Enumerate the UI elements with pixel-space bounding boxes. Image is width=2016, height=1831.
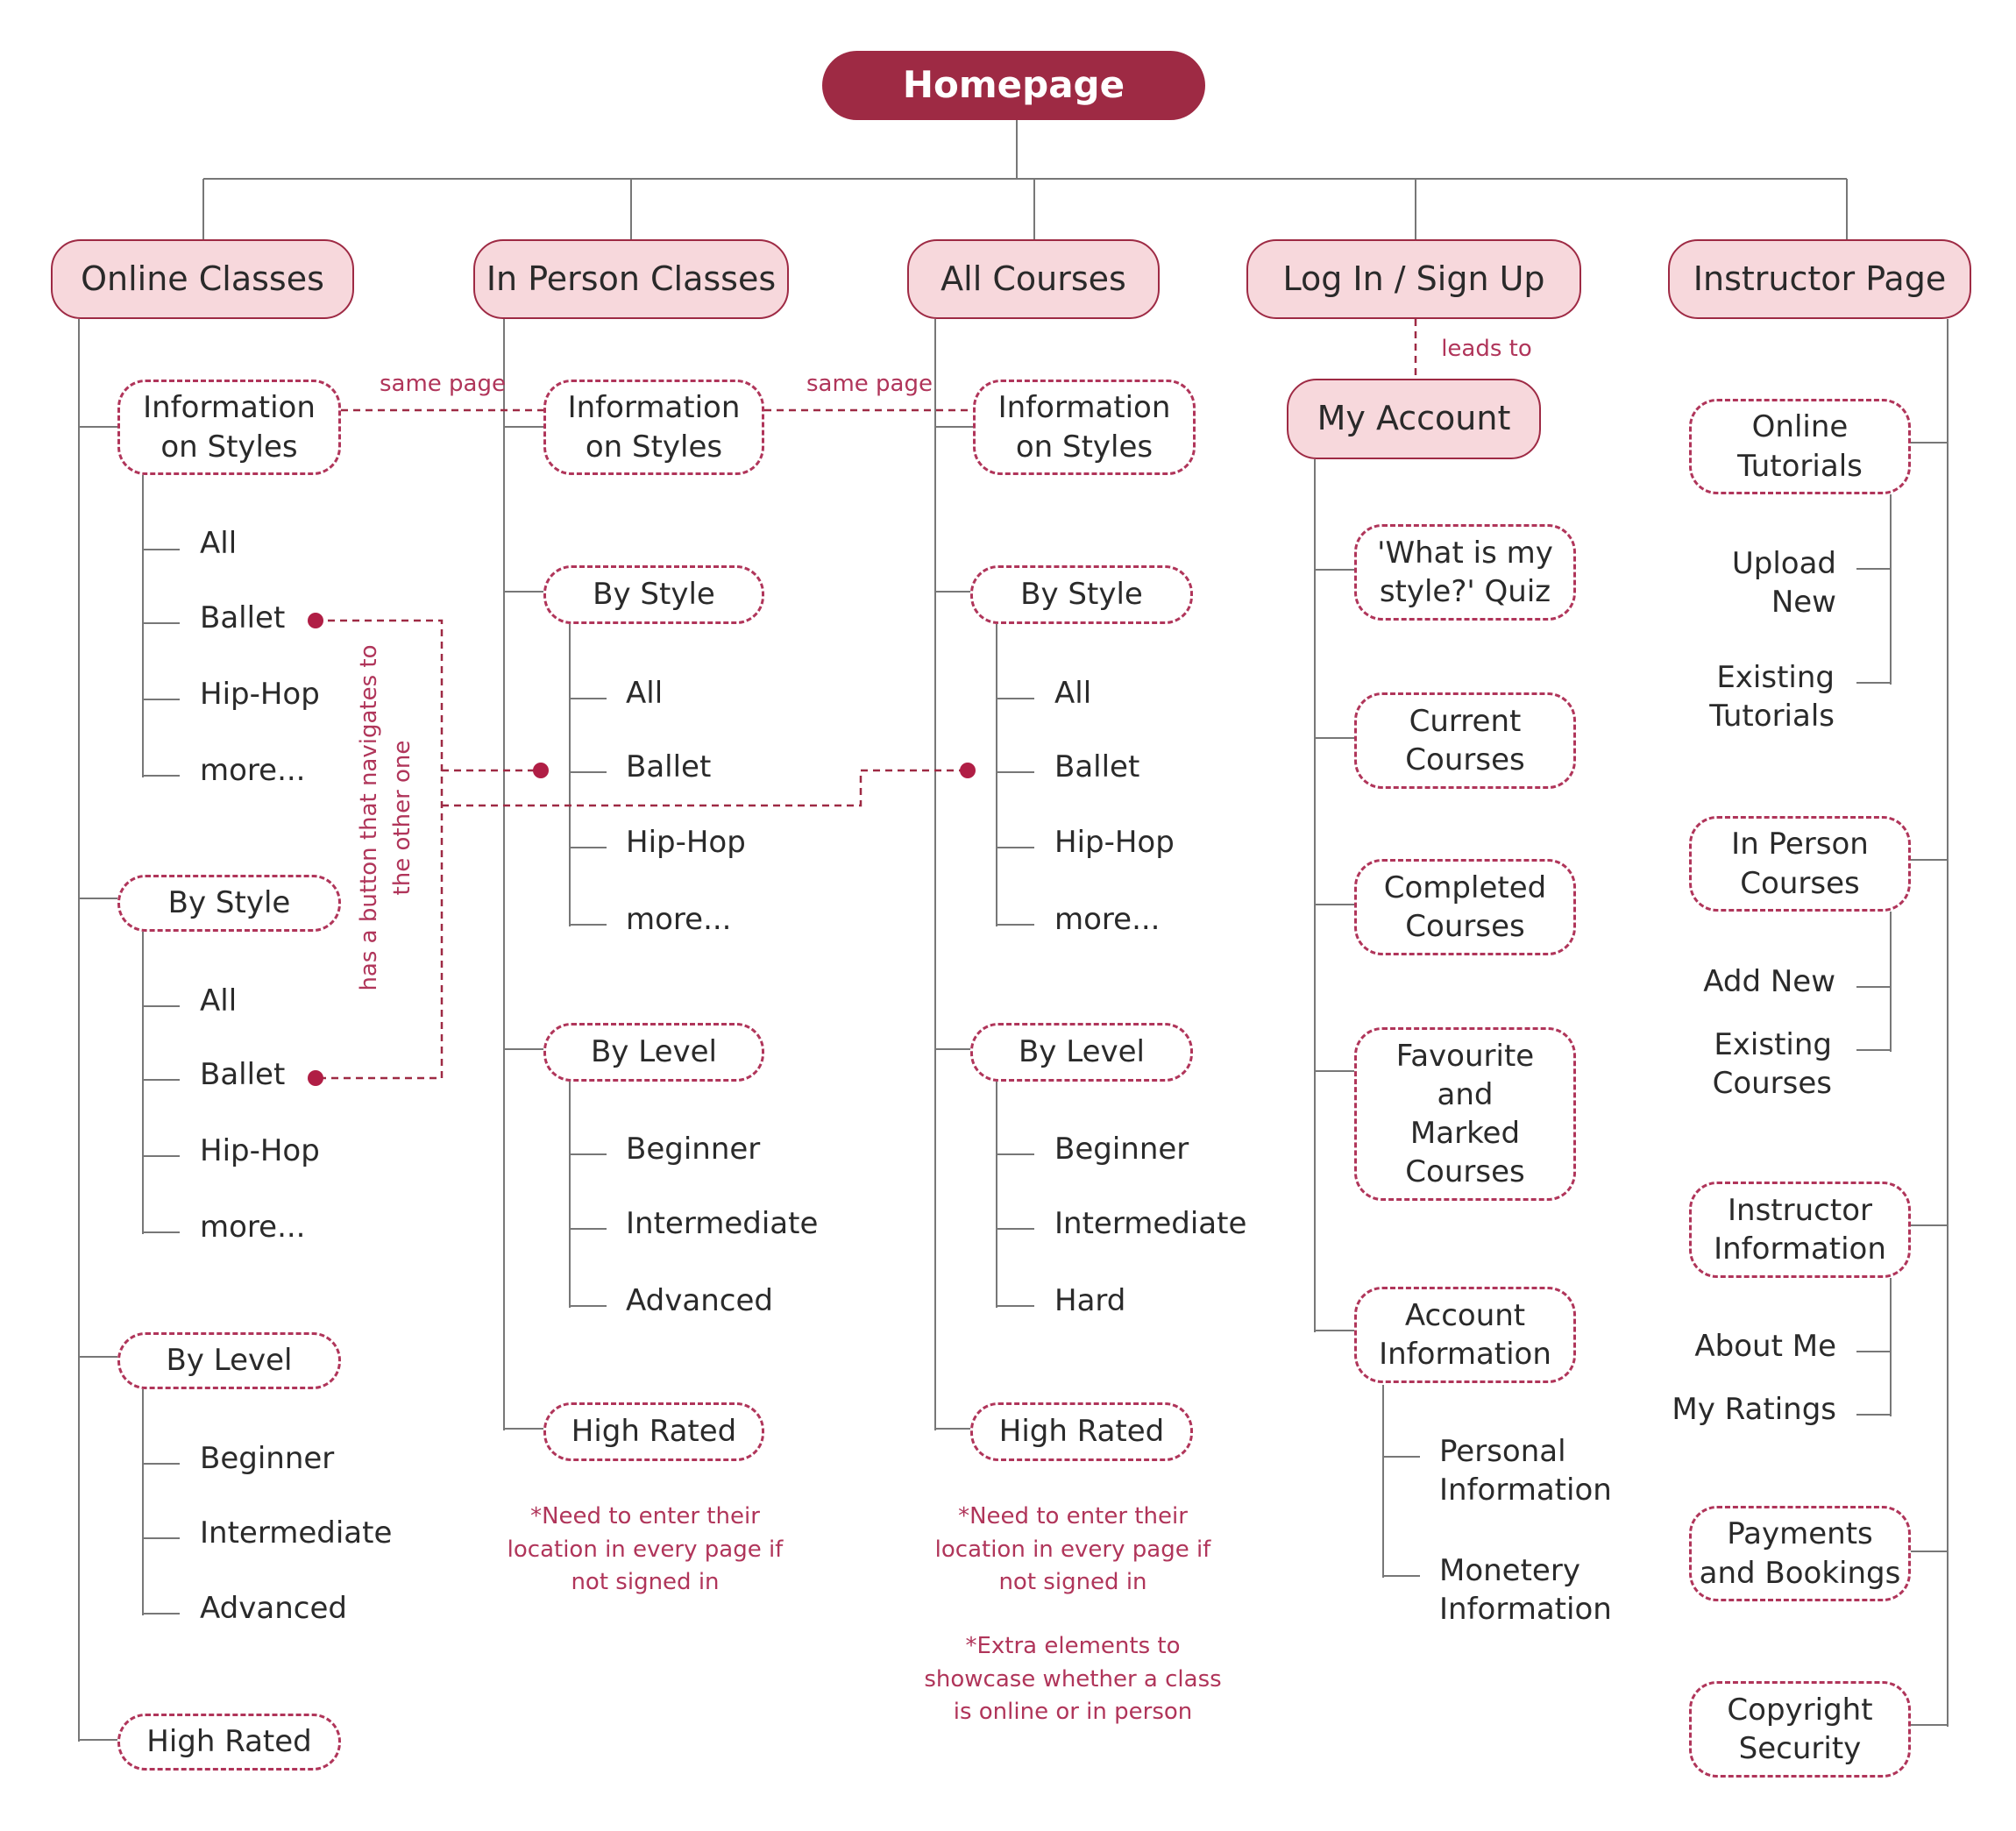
all-level-item-intermediate: Intermediate: [1054, 1206, 1247, 1241]
all-level-item-beginner: Beginner: [1054, 1132, 1189, 1167]
payments-bookings-node[interactable]: Payments and Bookings: [1689, 1506, 1911, 1601]
inperson-style-item-hiphop: Hip-Hop: [626, 825, 746, 860]
inperson-by-style-node[interactable]: By Style: [543, 565, 764, 624]
account-information-node[interactable]: Account Information: [1354, 1287, 1576, 1383]
my-account-node[interactable]: My Account: [1287, 379, 1541, 459]
all-high-rated-node[interactable]: High Rated: [970, 1402, 1193, 1461]
existing-tutorials-item: Existing Tutorials: [1709, 660, 1835, 735]
inperson-info-styles-node[interactable]: Information on Styles: [543, 380, 764, 475]
online-style-item-ballet: Ballet: [200, 1057, 286, 1092]
inperson-style-item-all: All: [626, 676, 664, 711]
personal-information-item: Personal Information: [1439, 1434, 1612, 1508]
online-info-item-all: All: [200, 526, 238, 561]
current-courses-node[interactable]: Current Courses: [1354, 692, 1576, 789]
upload-new-item: Upload New: [1731, 546, 1836, 621]
inperson-level-item-advanced: Advanced: [626, 1283, 773, 1318]
inperson-level-item-intermediate: Intermediate: [626, 1206, 819, 1241]
all-by-level-node[interactable]: By Level: [970, 1023, 1193, 1082]
online-level-item-advanced: Advanced: [200, 1591, 347, 1626]
instructor-information-node[interactable]: Instructor Information: [1689, 1182, 1911, 1278]
same-page-label-2: same page: [806, 371, 933, 397]
online-info-item-hiphop: Hip-Hop: [200, 677, 320, 712]
all-style-item-all: All: [1054, 676, 1092, 711]
favourite-courses-node[interactable]: Favourite and Marked Courses: [1354, 1027, 1576, 1201]
all-style-item-more: more...: [1054, 902, 1161, 937]
inperson-location-note: *Need to enter their location in every p…: [507, 1503, 784, 1596]
leads-to-label: leads to: [1441, 336, 1532, 362]
inperson-by-level-node[interactable]: By Level: [543, 1023, 764, 1082]
online-info-styles-node[interactable]: Information on Styles: [117, 380, 341, 475]
inperson-level-item-beginner: Beginner: [626, 1132, 761, 1167]
existing-courses-item: Existing Courses: [1712, 1027, 1832, 1102]
inperson-style-item-more: more...: [626, 902, 732, 937]
in-person-classes-node[interactable]: In Person Classes: [473, 239, 789, 319]
all-extra-elements-note: *Extra elements to showcase whether a cl…: [924, 1633, 1222, 1726]
all-style-item-ballet: Ballet: [1054, 749, 1140, 784]
online-style-item-all: All: [200, 983, 238, 1018]
add-new-item: Add New: [1703, 964, 1835, 999]
online-tutorials-node[interactable]: Online Tutorials: [1689, 399, 1911, 494]
instructor-page-node[interactable]: Instructor Page: [1668, 239, 1971, 319]
monetery-information-item: Monetery Information: [1439, 1553, 1612, 1628]
all-courses-node[interactable]: All Courses: [907, 239, 1160, 319]
online-classes-node[interactable]: Online Classes: [51, 239, 354, 319]
login-signup-node[interactable]: Log In / Sign Up: [1246, 239, 1581, 319]
online-info-item-ballet: Ballet: [200, 600, 286, 635]
navigation-button-note: has a button that navigates to the other…: [356, 644, 415, 991]
my-ratings-item: My Ratings: [1672, 1392, 1836, 1427]
completed-courses-node[interactable]: Completed Courses: [1354, 859, 1576, 955]
online-level-item-beginner: Beginner: [200, 1441, 335, 1476]
all-by-style-node[interactable]: By Style: [970, 565, 1193, 624]
online-info-item-more: more...: [200, 753, 306, 788]
online-high-rated-node[interactable]: High Rated: [117, 1714, 341, 1771]
all-location-note: *Need to enter their location in every p…: [934, 1503, 1211, 1596]
online-by-style-node[interactable]: By Style: [117, 875, 341, 932]
homepage-node[interactable]: Homepage: [822, 51, 1205, 120]
all-style-item-hiphop: Hip-Hop: [1054, 825, 1175, 860]
all-level-item-hard: Hard: [1054, 1283, 1126, 1318]
inperson-high-rated-node[interactable]: High Rated: [543, 1402, 764, 1461]
online-style-item-hiphop: Hip-Hop: [200, 1133, 320, 1168]
online-by-level-node[interactable]: By Level: [117, 1332, 341, 1389]
copyright-security-node[interactable]: Copyright Security: [1689, 1681, 1911, 1778]
same-page-label-1: same page: [379, 371, 506, 397]
inperson-style-item-ballet: Ballet: [626, 749, 712, 784]
about-me-item: About Me: [1694, 1329, 1836, 1364]
style-quiz-node[interactable]: 'What is my style?' Quiz: [1354, 524, 1576, 621]
online-level-item-intermediate: Intermediate: [200, 1515, 393, 1551]
all-info-styles-node[interactable]: Information on Styles: [973, 380, 1196, 475]
online-style-item-more: more...: [200, 1210, 306, 1245]
inperson-courses-instructor-node[interactable]: In Person Courses: [1689, 816, 1911, 912]
